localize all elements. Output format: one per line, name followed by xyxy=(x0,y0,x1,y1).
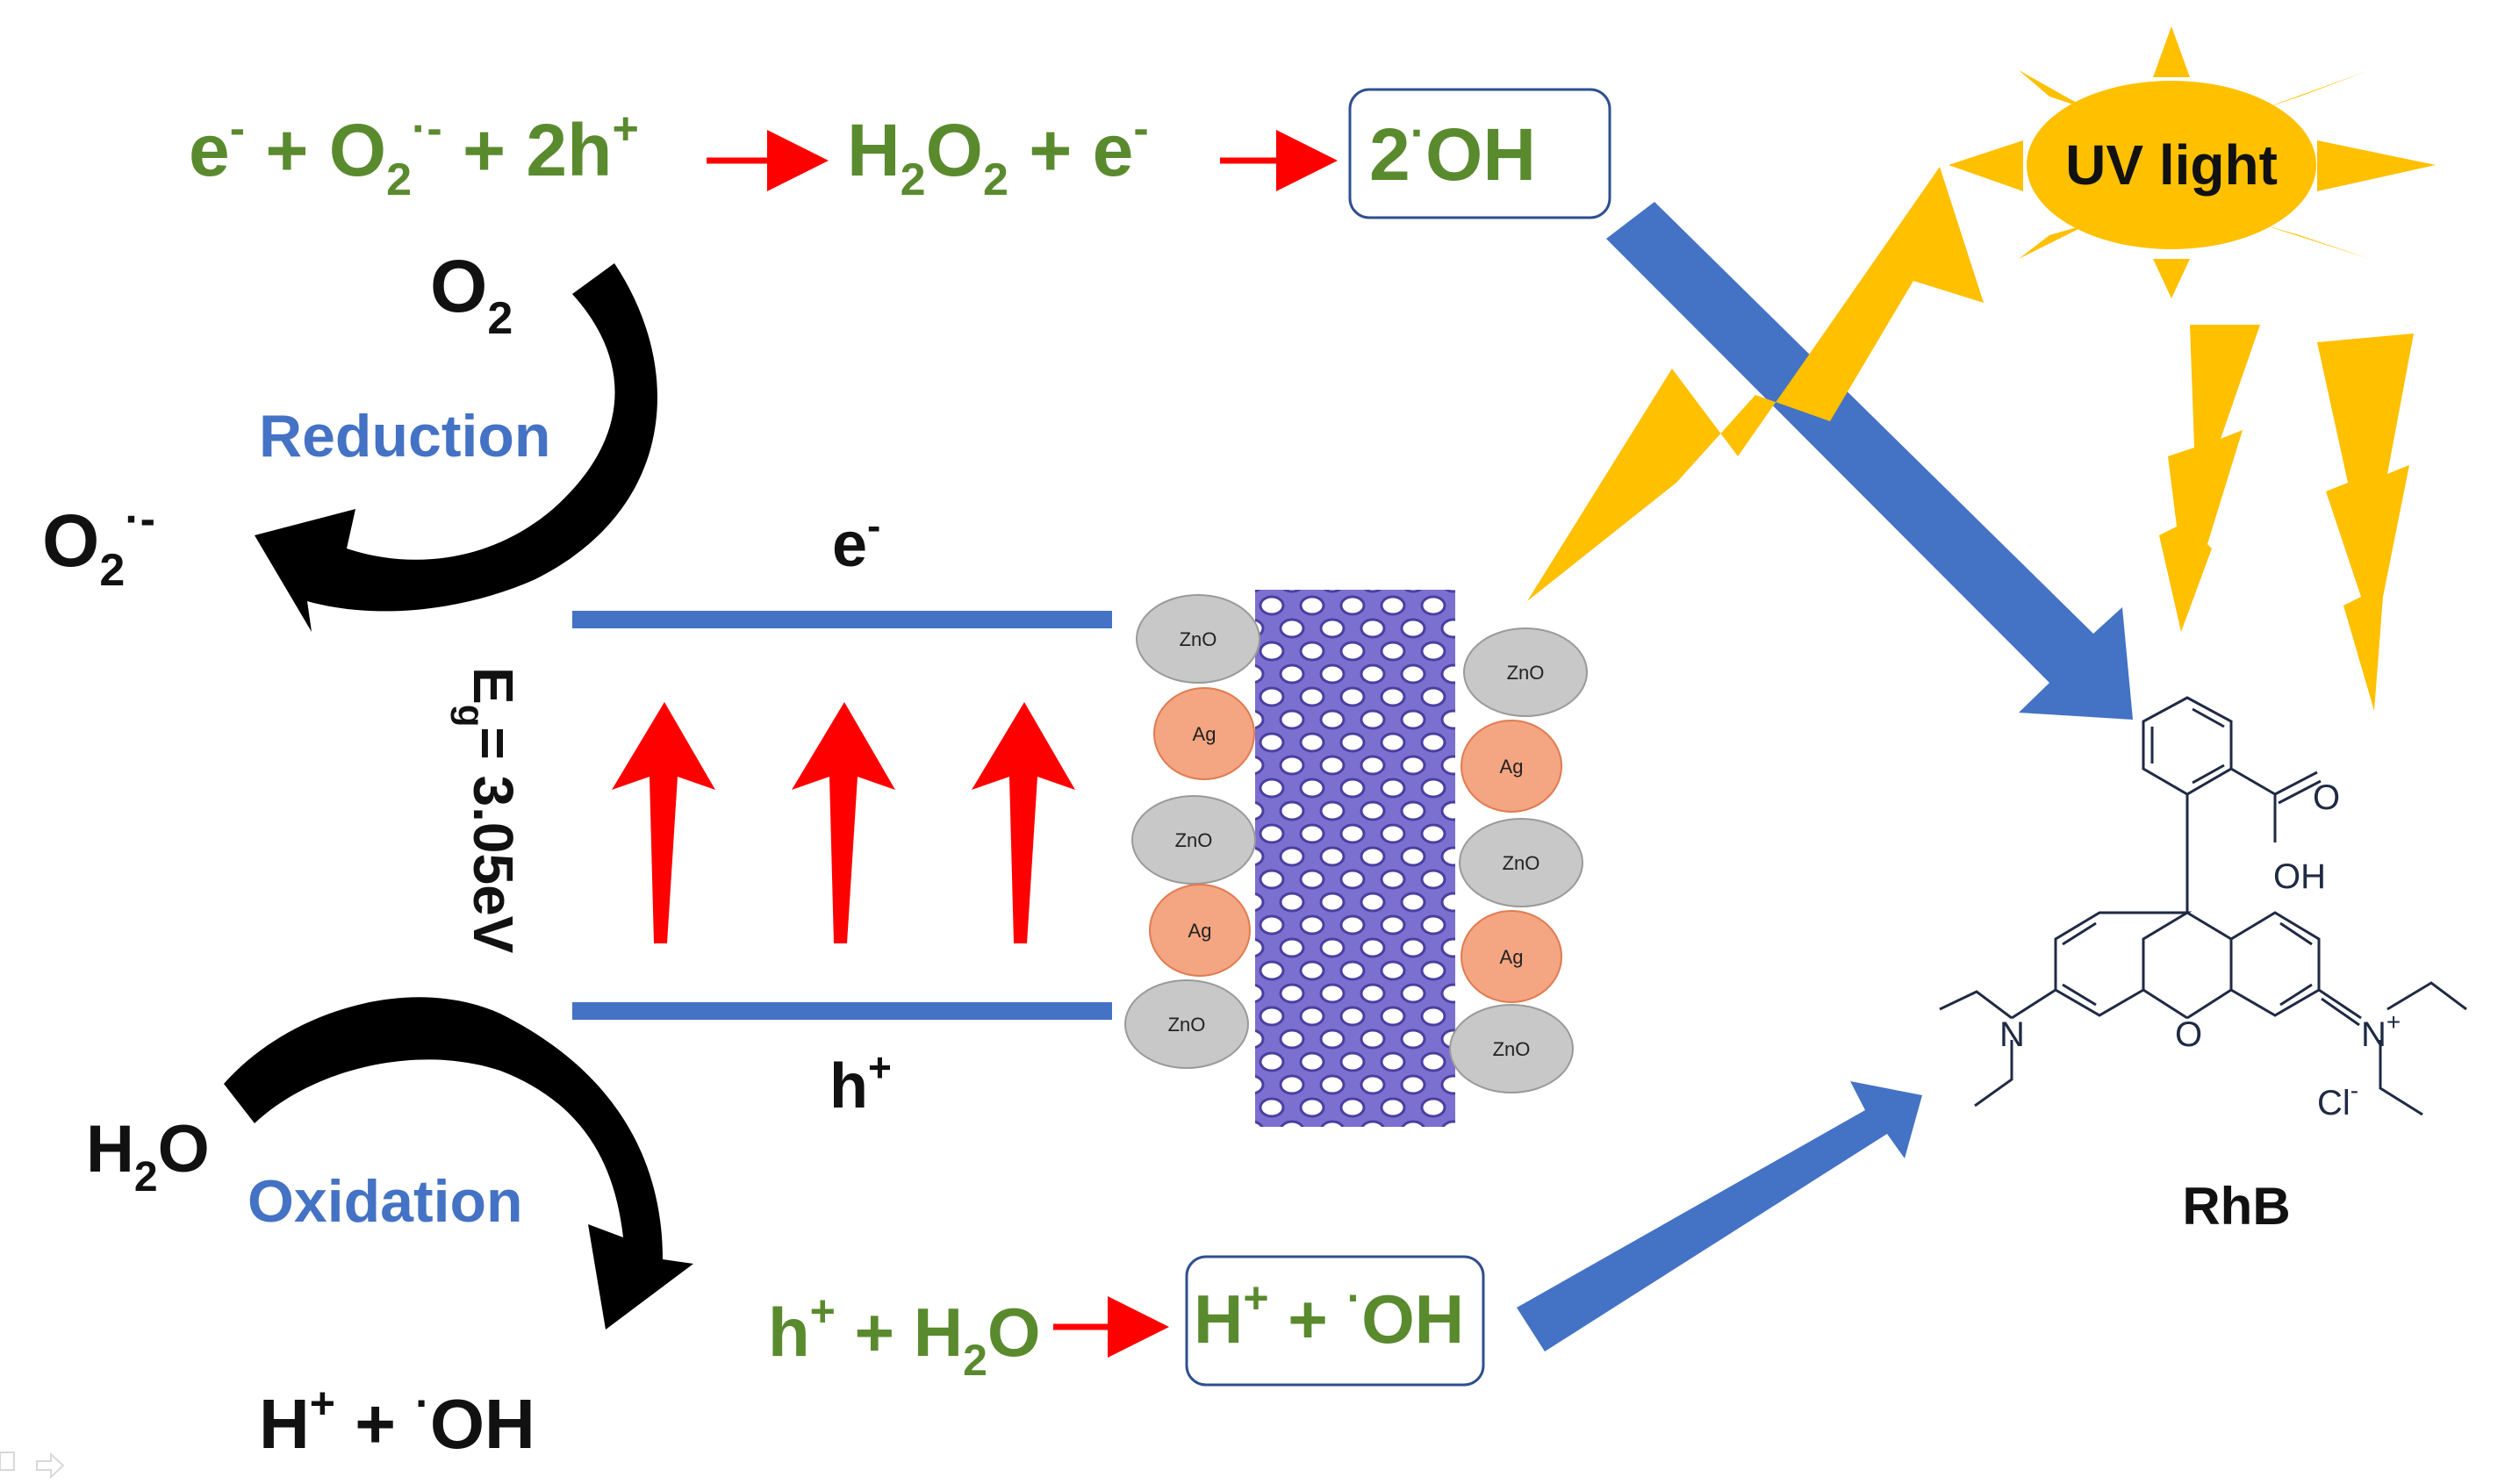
hydroxyl-product: 2·OH xyxy=(1369,108,1536,196)
particle-label: ZnO xyxy=(1180,628,1217,650)
ag-particle xyxy=(1149,884,1251,977)
red-up-arrow-3 xyxy=(972,702,1075,943)
superoxide-label: O2·- xyxy=(42,494,155,596)
particle-label: Ag xyxy=(1500,946,1524,968)
reduction-arrow xyxy=(255,263,657,632)
sun-ray xyxy=(2019,224,2089,259)
sun-ray xyxy=(2260,70,2370,110)
reduction-label: Reduction xyxy=(259,403,550,470)
sun-ray xyxy=(2153,26,2190,77)
particle-label: ZnO xyxy=(1493,1038,1531,1060)
zno-particle xyxy=(1459,818,1583,907)
benzoic-ring xyxy=(2142,696,2233,796)
oxidation-product: H+ + ·OH xyxy=(259,1379,535,1463)
bottom-product: H+ + ·OH xyxy=(1194,1273,1464,1358)
ag-particle xyxy=(1461,910,1562,1003)
uv-sun: UV light xyxy=(1949,26,2436,298)
top-reaction: e- + O2·- + 2h+ H2O2 + e- 2·OH xyxy=(189,88,1611,219)
particle-label: ZnO xyxy=(1503,852,1540,874)
ag-particle xyxy=(1153,687,1255,780)
particle-label: Ag xyxy=(1188,920,1212,942)
left-nitrogen: N xyxy=(1999,1015,2025,1054)
red-up-arrow-1 xyxy=(612,702,715,943)
particle-label: ZnO xyxy=(1175,829,1213,851)
particle-label: Ag xyxy=(1500,756,1524,778)
blue-arrow-down xyxy=(1606,202,2133,720)
chloride: Cl- xyxy=(2317,1077,2358,1122)
zno-particle xyxy=(1136,594,1260,684)
band-gap-label: Eg= 3.05eV xyxy=(450,667,525,954)
right-nitrogen: N+ xyxy=(2361,1008,2401,1054)
excitation-arrows xyxy=(612,702,1075,943)
sun-ray xyxy=(2019,70,2089,110)
zno-particle xyxy=(1449,1004,1574,1093)
hydroxyl-oh: OH xyxy=(2273,857,2326,896)
particle-label: Ag xyxy=(1193,723,1217,745)
lightning-bolt-right xyxy=(2317,333,2414,711)
zno-particle xyxy=(1131,795,1256,885)
rhb-molecule xyxy=(1939,696,2467,1116)
blue-arrow-up xyxy=(1517,1081,1922,1351)
sun-ray xyxy=(2153,259,2190,298)
oxidation-label: Oxidation xyxy=(248,1168,523,1235)
ag-particle xyxy=(1461,720,1562,813)
nanotube-composite: ZnO Ag ZnO Ag ZnO ZnO Ag ZnO Ag ZnO xyxy=(1124,590,1588,1127)
top-reactants: e- + O2·- + 2h+ xyxy=(189,104,639,205)
water-label: H2O xyxy=(86,1112,210,1201)
particles-right: ZnO Ag ZnO Ag ZnO xyxy=(1449,627,1588,1093)
sun-ray xyxy=(1949,140,2023,191)
o2-label: O2 xyxy=(430,245,513,344)
reduction-group: O2 Reduction O2·- xyxy=(42,245,657,632)
rhb-labels: O OH O N N+ Cl- RhB xyxy=(1999,778,2401,1236)
band-diagram: e- h+ Eg= 3.05eV xyxy=(450,503,1112,1122)
zno-particle xyxy=(1124,979,1249,1069)
lightning-bolts xyxy=(1527,167,2414,711)
sun-ray xyxy=(2317,140,2436,191)
oxidation-group: H2O Oxidation H+ + ·OH xyxy=(86,997,693,1463)
carbonyl-o: O xyxy=(2313,778,2340,817)
hole-label: h+ xyxy=(829,1044,892,1122)
bottom-reaction: h+ + H2O H+ + ·OH xyxy=(768,1255,1485,1387)
particle-label: ZnO xyxy=(1507,662,1545,684)
valence-band xyxy=(572,1002,1112,1020)
red-up-arrow-2 xyxy=(792,702,895,943)
uv-label: UV light xyxy=(2065,133,2278,197)
conduction-band xyxy=(572,611,1112,628)
notes-icon[interactable] xyxy=(0,1452,15,1471)
sun-ray xyxy=(2260,224,2370,259)
oxidation-arrow xyxy=(224,997,693,1330)
slide-nav-icons[interactable] xyxy=(0,1452,65,1480)
rhb-name: RhB xyxy=(2182,1177,2290,1236)
particle-label: ZnO xyxy=(1168,1014,1206,1036)
bottom-reactants: h+ + H2O xyxy=(768,1287,1041,1385)
top-intermediate: H2O2 + e- xyxy=(847,104,1149,205)
electron-label: e- xyxy=(832,503,880,580)
particles-left: ZnO Ag ZnO Ag ZnO xyxy=(1124,594,1260,1069)
hydroxyl-product-box xyxy=(1348,88,1611,219)
svg-text:Eg= 3.05eV: Eg= 3.05eV xyxy=(450,667,525,954)
lightning-bolt-mid xyxy=(2159,325,2260,632)
next-slide-icon[interactable] xyxy=(36,1452,65,1480)
carbon-nanotube xyxy=(1255,590,1455,1127)
lightning-bolt-large xyxy=(1527,167,1984,601)
bottom-product-box xyxy=(1185,1255,1485,1387)
ring-oxygen: O xyxy=(2175,1015,2202,1054)
sun-body xyxy=(2027,81,2316,249)
zno-particle xyxy=(1463,627,1588,717)
